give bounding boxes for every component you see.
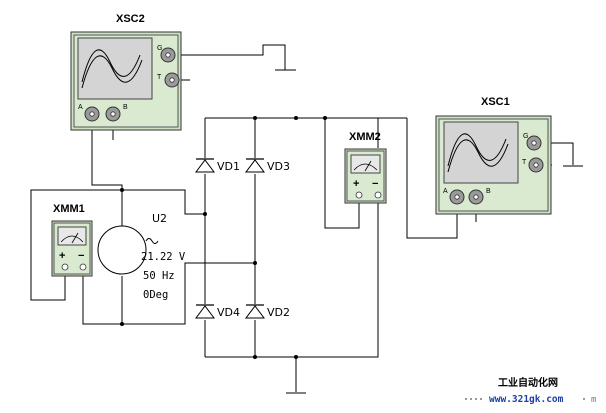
junctions: [120, 116, 327, 359]
xsc1-port-a-label: A: [443, 188, 448, 195]
xsc1-screen: [443, 121, 519, 184]
xmm2-port-minus[interactable]: [374, 191, 382, 199]
xsc1-waveform-1: [447, 133, 507, 167]
xmm1-needle: [71, 232, 79, 244]
xmm2-needle: [364, 160, 372, 172]
xmm1-port-plus[interactable]: [61, 263, 69, 271]
xsc1-port-b-label: B: [486, 188, 491, 195]
xsc2-waveform-2: [81, 55, 143, 89]
source-frequency: 50 Hz: [143, 270, 175, 282]
site-url: www.321gk.com: [489, 394, 564, 405]
xmm1-minus-label: −: [78, 250, 84, 262]
xsc1-waveform-2: [447, 139, 509, 173]
diode-vd4-label: VD4: [217, 306, 240, 319]
xmm2-minus-label: −: [372, 178, 378, 190]
multimeter-xmm1[interactable]: XMM1 + −: [51, 203, 93, 277]
xmm2-plus-label: +: [353, 178, 359, 190]
xmm2-port-plus[interactable]: [355, 191, 363, 199]
xmm1-plus-label: +: [59, 250, 65, 262]
ac-source-circle: [97, 225, 147, 275]
diode-vd1-label: VD1: [217, 160, 240, 173]
xmm2-label: XMM2: [349, 131, 381, 143]
site-watermark: 工业自动化网 www.321gk.com m: [465, 376, 596, 405]
xsc1-port-g-label: G: [523, 133, 528, 140]
xmm1-port-minus[interactable]: [79, 263, 87, 271]
sine-wave-icon: [145, 238, 159, 244]
site-name: 工业自动化网: [498, 376, 558, 389]
oscilloscope-xsc1[interactable]: XSC1 G T A B: [435, 96, 552, 215]
diode-vd4[interactable]: VD4: [195, 304, 240, 320]
xmm1-label: XMM1: [53, 203, 85, 215]
oscilloscope-xsc2[interactable]: XSC2 G T A B: [70, 13, 182, 131]
source-label: U2: [152, 212, 167, 225]
xsc2-port-g-label: G: [157, 45, 162, 52]
xsc2-port-b-label: B: [123, 104, 128, 111]
xsc2-port-t-label: T: [157, 74, 162, 81]
diode-vd1[interactable]: VD1: [195, 158, 240, 174]
source-voltage: 21.22 V: [141, 251, 186, 263]
diode-vd2[interactable]: VD2: [245, 304, 290, 320]
xsc1-label: XSC1: [481, 96, 510, 108]
diode-vd3[interactable]: VD3: [245, 158, 290, 174]
diode-vd3-label: VD3: [267, 160, 290, 173]
xsc2-label: XSC2: [116, 13, 145, 25]
xsc2-port-a-label: A: [78, 104, 83, 111]
multimeter-xmm2[interactable]: XMM2 + −: [344, 131, 387, 204]
diode-vd2-label: VD2: [267, 306, 290, 319]
xsc1-port-t-label: T: [522, 159, 527, 166]
ac-source-u2[interactable]: U2 21.22 V 50 Hz 0Deg: [97, 212, 186, 301]
source-phase: 0Deg: [143, 289, 168, 301]
xsc2-screen: [77, 37, 153, 100]
xsc2-waveform-1: [81, 49, 141, 83]
footer-fragment: m: [591, 395, 596, 405]
